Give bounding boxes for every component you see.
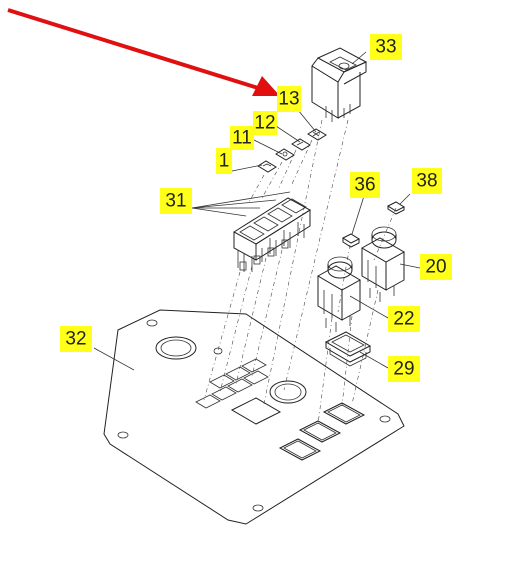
button-bezel-29 xyxy=(324,331,372,367)
callout-12: 12 xyxy=(253,111,277,135)
push-button-22 xyxy=(316,256,362,332)
callout-1: 1 xyxy=(216,148,232,174)
callout-36-text: 36 xyxy=(354,175,375,196)
dashboard-panel-plate xyxy=(103,309,405,525)
callout-13: 13 xyxy=(277,86,301,112)
callout-29: 29 xyxy=(388,356,420,382)
callout-33-text: 33 xyxy=(375,37,396,58)
callout-38-text: 38 xyxy=(416,171,437,192)
callout-11-text: 11 xyxy=(232,128,252,149)
small-indicator-36 xyxy=(341,233,361,248)
push-button-20 xyxy=(360,226,406,302)
callout-32: 32 xyxy=(60,326,92,352)
switch-symbol-caps xyxy=(257,128,327,173)
red-arrow xyxy=(7,8,280,96)
leader-lines xyxy=(93,51,421,371)
callout-20: 20 xyxy=(420,254,452,280)
rocker-switch-group xyxy=(233,197,311,272)
callout-11: 11 xyxy=(230,126,254,150)
callout-36: 36 xyxy=(350,172,380,198)
callout-33: 33 xyxy=(370,34,402,60)
assembly-centerlines xyxy=(203,119,397,425)
callout-31-text: 31 xyxy=(165,191,186,212)
callout-12-text: 12 xyxy=(254,113,275,134)
callout-38: 38 xyxy=(412,168,442,194)
main-rocker-switch xyxy=(311,47,368,122)
small-indicator-38 xyxy=(386,201,406,215)
callout-32-text: 32 xyxy=(65,329,86,350)
callout-22-text: 22 xyxy=(393,309,414,330)
callout-29-text: 29 xyxy=(393,359,414,380)
callout-20-text: 20 xyxy=(425,257,446,278)
callout-1-text: 1 xyxy=(219,151,230,172)
callout-13-text: 13 xyxy=(278,89,299,110)
callout-31: 31 xyxy=(160,188,192,214)
callout-22: 22 xyxy=(388,306,420,332)
